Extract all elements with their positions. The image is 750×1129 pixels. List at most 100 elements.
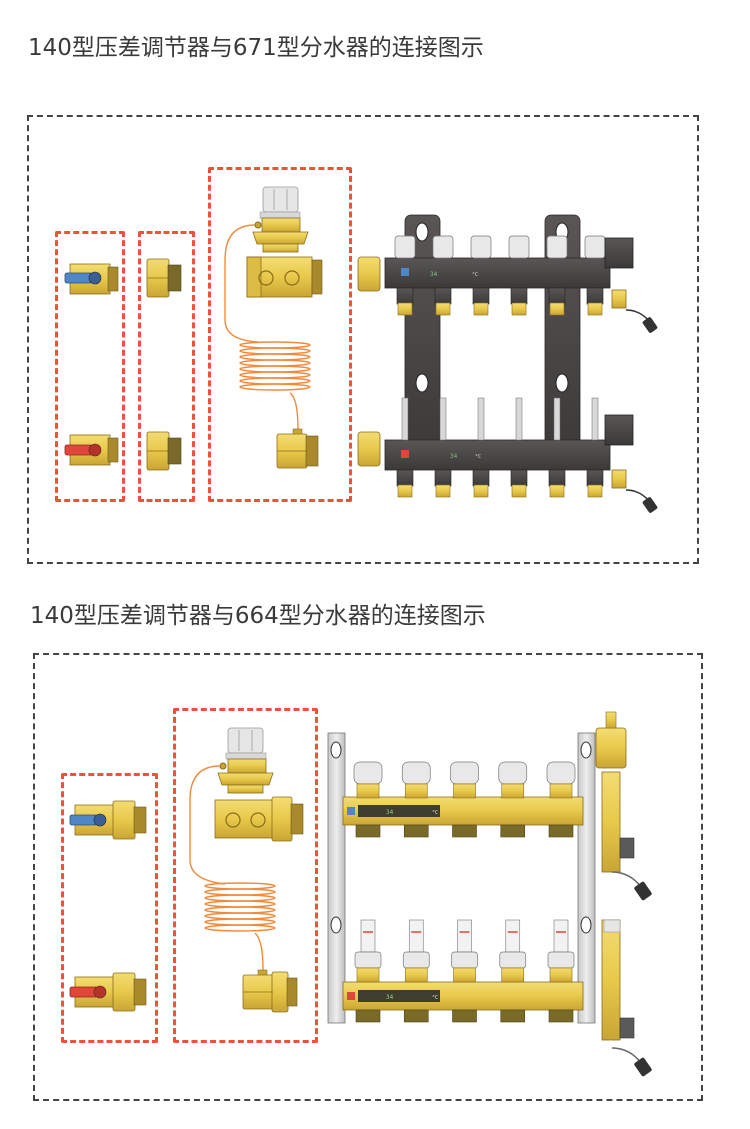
red-handle-ball-valve (64, 434, 119, 466)
outlet (546, 761, 576, 1023)
flow-meter (408, 919, 424, 953)
blue-handle-ball-valve (69, 800, 147, 840)
red-flow-indicator (347, 992, 355, 1000)
thermometer-reading: 34 (430, 271, 438, 278)
thermometer-reading: 34 (450, 453, 458, 460)
outlet-fitting (452, 824, 477, 838)
outlet (394, 235, 416, 498)
outlet-fitting (500, 824, 526, 838)
outlet (470, 235, 492, 498)
blue-handle-icon (69, 814, 98, 826)
supply-bar (384, 257, 611, 289)
flow-meter (505, 919, 521, 953)
valve-cap (353, 761, 383, 785)
outlet-fitting (548, 824, 574, 838)
diagram-frame-664 (33, 653, 703, 1101)
blue-handle-ball-valve (64, 263, 119, 295)
outlet-fitting (587, 302, 603, 316)
valve-cap (401, 761, 431, 785)
outlet-fitting (549, 484, 565, 498)
outlet-fitting (435, 302, 451, 316)
flow-meter (553, 919, 569, 953)
drain-valve (611, 289, 627, 309)
valve-cap (546, 761, 576, 785)
140-regulator-valve (214, 727, 304, 842)
thermometer-unit: °C (432, 810, 438, 816)
valve-cap (470, 235, 492, 259)
group-box-adapters-671 (138, 231, 195, 502)
regulator-cap (227, 727, 264, 754)
air-vent-valve (604, 414, 634, 446)
group-box-regulator-664 (173, 708, 318, 1043)
flow-meter (591, 397, 599, 441)
thermometer-strip (358, 990, 440, 1002)
outlet-fitting (397, 302, 413, 316)
capillary-connection-fitting (276, 428, 319, 469)
outlet-fitting (511, 302, 527, 316)
outlet-fitting (548, 1009, 574, 1023)
valve-cap (584, 235, 606, 259)
outlet-fitting (435, 484, 451, 498)
group-box-ball-valves-671 (55, 231, 125, 502)
outlet-fitting (452, 1009, 477, 1023)
outlet-fitting (587, 484, 603, 498)
140-regulator-valve (246, 186, 323, 298)
thermometer-reading: 34 (386, 994, 394, 1001)
air-vent-valve (604, 237, 634, 269)
valve-cap (546, 235, 568, 259)
group-box-ball-valves-664 (61, 773, 158, 1043)
blue-handle-icon (64, 272, 93, 284)
section-title-671: 140型压差调节器与671型分水器的连接图示 (28, 35, 484, 61)
thermometer-unit: °C (475, 454, 481, 460)
outlet (584, 235, 606, 498)
outlet-fitting (403, 1009, 429, 1023)
outlet-fitting (397, 484, 413, 498)
outlet-fitting (511, 484, 527, 498)
outlet (508, 235, 530, 498)
capillary-tube (189, 765, 276, 971)
end-tee-fitting (601, 919, 621, 1041)
flow-meter (477, 397, 485, 441)
flow-meter (439, 397, 447, 441)
section-title-664: 140型压差调节器与664型分水器的连接图示 (30, 603, 486, 629)
outlet-fitting (355, 1009, 381, 1023)
thermometer-reading: 34 (386, 809, 394, 816)
valve-cap (508, 235, 530, 259)
flow-meter (515, 397, 523, 441)
blue-flow-indicator (347, 807, 355, 815)
valve-cap (498, 761, 528, 785)
red-handle-ball-valve (69, 972, 147, 1012)
thermometer-strip (358, 805, 440, 817)
flow-meter (360, 919, 376, 953)
outlet (546, 235, 568, 498)
outlet-fitting (355, 824, 381, 838)
red-handle-icon (69, 986, 98, 998)
blue-flow-indicator (401, 268, 409, 276)
valve-cap (394, 235, 416, 259)
thermometer-unit: °C (472, 272, 478, 278)
capillary-connection-fitting (242, 969, 298, 1013)
outlet-fitting (500, 1009, 526, 1023)
valve-cap (432, 235, 454, 259)
outlet-fitting (403, 824, 429, 838)
outlet (432, 235, 454, 498)
supply-inlet-fitting (357, 256, 381, 292)
brass-adapter-fitting (146, 431, 182, 471)
outlet (498, 761, 528, 1023)
capillary-tube (224, 224, 311, 431)
flow-meter (553, 397, 561, 441)
air-vent-valve (595, 727, 627, 769)
manifold-664: 34 °C 34 °C (327, 711, 652, 1077)
outlet (450, 761, 479, 1023)
return-inlet-fitting (357, 431, 381, 467)
regulator-cap (262, 186, 299, 213)
mounting-rail (327, 732, 346, 1024)
brass-adapter-fitting (146, 258, 182, 298)
drain-valve (611, 469, 627, 489)
outlet-fitting (473, 484, 489, 498)
flow-meter (401, 397, 409, 441)
red-flow-indicator (401, 450, 409, 458)
group-box-regulator-671 (208, 167, 352, 502)
red-handle-icon (64, 444, 93, 456)
